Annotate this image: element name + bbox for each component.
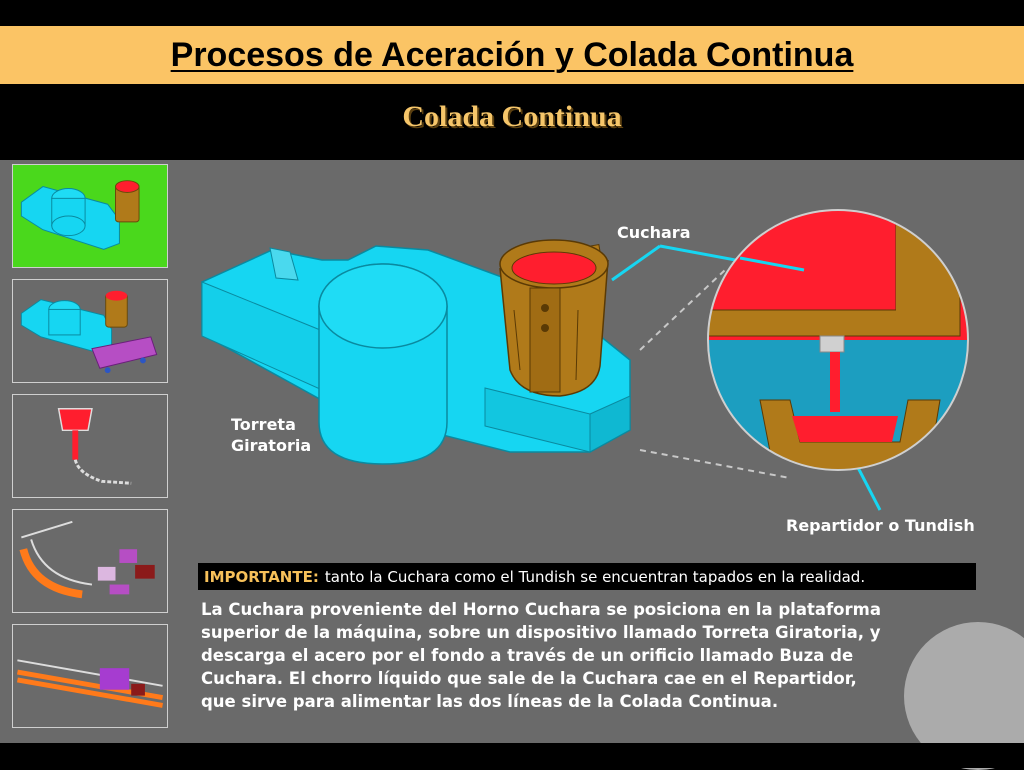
magnified-detail [707,209,969,471]
bottom-bar [0,743,1024,768]
cuchara-callout-line [611,244,661,282]
page-subtitle: Colada Continua [402,100,622,133]
thumbnail-step-2-illustration [20,290,158,374]
ladle-illustration [499,239,609,397]
thumbnail-step-1-illustration [20,180,140,250]
main-illustration [180,160,980,560]
description-line: La Cuchara proveniente del Horno Cuchara… [201,600,881,619]
thumbnail-step-3[interactable] [12,394,168,498]
label-torreta: Torreta Giratoria [231,414,311,456]
thumbnail-step-1[interactable] [12,164,168,268]
title-bar: Procesos de Aceración y Colada Continua [0,26,1024,84]
label-cuchara: Cuchara [617,223,691,242]
thumbnail-step-3-illustration [57,407,132,485]
thumbnail-step-4[interactable] [12,509,168,613]
description-line: Cuchara. El chorro líquido que sale de l… [201,669,857,688]
thumbnail-step-5-illustration [16,659,164,708]
label-repartidor: Repartidor o Tundish [786,516,975,535]
thumbnail-step-4-illustration [19,520,155,599]
description-line: descarga el acero por el fondo a través … [201,646,854,665]
important-text: tanto la Cuchara como el Tundish se encu… [324,567,866,586]
description: La Cuchara proveniente del Horno Cuchara… [201,598,921,713]
description-line: superior de la máquina, sobre un disposi… [201,623,881,642]
important-prefix: IMPORTANTE: [204,567,319,586]
label-torreta-line2: Giratoria [231,436,312,455]
label-torreta-line1: Torreta [231,415,296,434]
page-title: Procesos de Aceración y Colada Continua [170,35,854,74]
thumbnail-step-2[interactable] [12,279,168,383]
description-line: que sirve para alimentar las dos líneas … [201,692,779,711]
thumbnail-step-5[interactable] [12,624,168,728]
important-note: IMPORTANTE: tanto la Cuchara como el Tun… [198,563,976,590]
continuous-casting-diagram [201,209,969,511]
projection-lines [639,269,791,479]
